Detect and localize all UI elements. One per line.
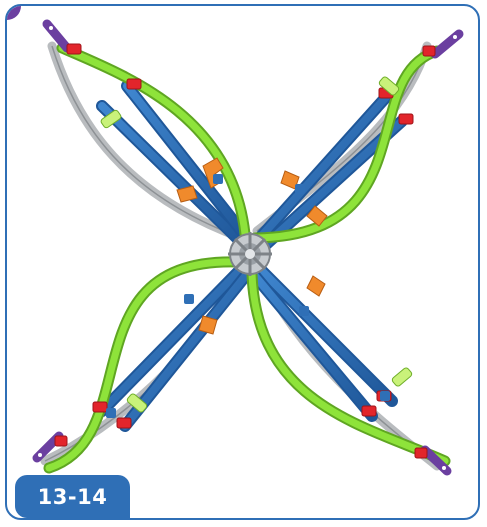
step-number-badge: 13-14 [15,475,130,518]
purple-end-pieces [32,19,464,476]
green-clips [100,76,413,413]
instruction-frame: 13-14 [5,4,480,520]
green-tracks [43,42,451,474]
building-model-illustration [32,19,464,476]
blue-connector-nubs [106,174,390,418]
central-hub [228,232,272,276]
